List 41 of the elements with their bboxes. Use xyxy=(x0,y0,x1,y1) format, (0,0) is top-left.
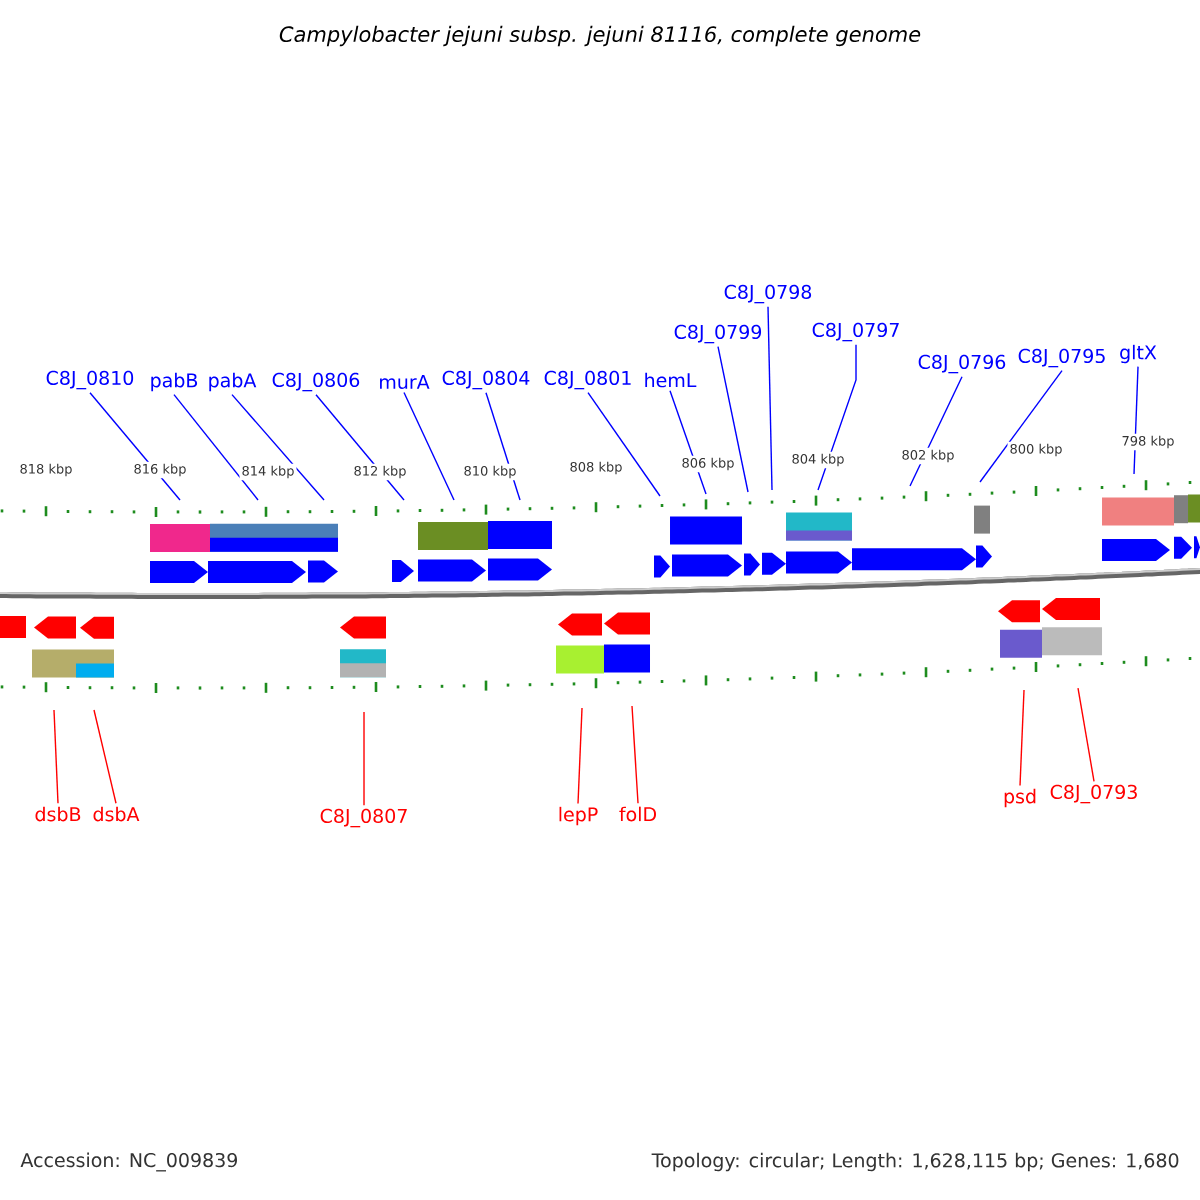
leader-line xyxy=(93,709,117,804)
footer-text: Topology: circular; Length: 1,628,115 bp; Genes: 1,680 xyxy=(649,1150,1182,1174)
gene-label: dsbA xyxy=(93,806,140,822)
gene-label: psd xyxy=(1004,788,1036,808)
gene-label: C8J_0807 xyxy=(320,808,407,828)
gene-label: C8J_0796 xyxy=(918,354,1006,374)
gene-label: murA xyxy=(380,374,430,390)
leader-line xyxy=(909,376,963,487)
gene-label: C8J_0810 xyxy=(46,370,134,390)
leader-line xyxy=(717,346,749,493)
leader-line xyxy=(1019,689,1025,787)
leader-line xyxy=(577,707,583,805)
gene-label: C8J_0806 xyxy=(272,372,360,392)
gene-label: C8J_0793 xyxy=(1050,784,1137,804)
gene-label: C8J_0795 xyxy=(1018,348,1105,368)
gene-label: C8J_0801 xyxy=(544,370,631,390)
gene-label: dsbB xyxy=(35,806,81,822)
gene-label: lepP xyxy=(559,806,598,826)
gene-label: folD xyxy=(619,806,656,822)
gene-label: hemL xyxy=(645,372,697,388)
leader-line xyxy=(631,705,639,804)
leader-line xyxy=(89,392,181,501)
title: Campylobacter jejuni subsp. jejuni 81116, complete genome xyxy=(279,25,921,47)
gene-label: pabB xyxy=(151,372,198,392)
leader-line xyxy=(767,306,773,491)
gene-label: C8J_0798 xyxy=(724,284,812,304)
leader-line xyxy=(363,711,365,807)
gene-label: C8J_0804 xyxy=(442,370,530,390)
leader-line xyxy=(53,709,59,804)
leader-line xyxy=(587,392,661,497)
gene-label: C8J_0799 xyxy=(674,324,762,344)
leader-line xyxy=(979,370,1063,483)
leader-line xyxy=(1077,687,1095,783)
footer-text: Accession: NC_009839 xyxy=(18,1150,241,1174)
leader-line xyxy=(173,393,259,501)
leader-line xyxy=(817,344,857,491)
gene-label: gltX xyxy=(1120,344,1157,364)
leader-line xyxy=(403,391,455,501)
leader-line xyxy=(231,393,325,501)
gene-label: pabA xyxy=(209,372,257,392)
gene-label: C8J_0797 xyxy=(812,322,899,342)
